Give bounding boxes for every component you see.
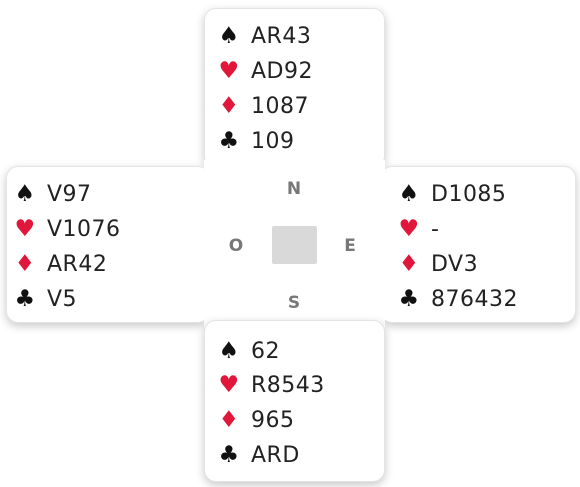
east-hand: ♠ D1085 ♥ - ♦ DV3 ♣ 876432 (380, 166, 576, 323)
spade-icon: ♠ (218, 338, 240, 364)
south-hand: ♠ 62 ♥ R8543 ♦ 965 ♣ ARD (204, 320, 385, 482)
west-spades-row: ♠ V97 (11, 179, 92, 209)
diamond-icon: ♦ (218, 93, 240, 119)
west-clubs-cards: V5 (47, 286, 78, 312)
east-clubs-cards: 876432 (431, 286, 518, 312)
spade-icon: ♠ (398, 181, 420, 207)
north-spades-row: ♠ AR43 (215, 21, 311, 51)
east-hearts-cards: - (431, 216, 440, 242)
west-hand: ♠ V97 ♥ V1076 ♦ AR42 ♣ V5 (6, 166, 210, 323)
club-icon: ♣ (218, 442, 240, 468)
east-spades-row: ♠ D1085 (395, 179, 506, 209)
west-diamonds-row: ♦ AR42 (11, 249, 107, 279)
west-spades-cards: V97 (47, 181, 92, 207)
club-icon: ♣ (14, 286, 36, 312)
north-spades-cards: AR43 (251, 23, 312, 49)
table-square (272, 226, 317, 264)
heart-icon: ♥ (398, 216, 420, 242)
south-hearts-row: ♥ R8543 (215, 370, 325, 400)
south-hearts-cards: R8543 (251, 372, 325, 398)
spade-icon: ♠ (14, 181, 36, 207)
spade-icon: ♠ (218, 23, 240, 49)
north-clubs-cards: 109 (251, 128, 295, 154)
east-clubs-row: ♣ 876432 (395, 284, 518, 314)
club-icon: ♣ (218, 128, 240, 154)
compass-south: S (287, 293, 301, 313)
north-hearts-cards: AD92 (251, 58, 313, 84)
west-hearts-row: ♥ V1076 (11, 214, 121, 244)
diamond-icon: ♦ (218, 407, 240, 433)
north-diamonds-row: ♦ 1087 (215, 91, 309, 121)
south-clubs-row: ♣ ARD (215, 440, 300, 470)
south-spades-cards: 62 (251, 338, 280, 364)
south-clubs-cards: ARD (251, 442, 300, 468)
heart-icon: ♥ (218, 372, 240, 398)
compass-north: N (286, 179, 302, 199)
heart-icon: ♥ (14, 216, 36, 242)
west-clubs-row: ♣ V5 (11, 284, 77, 314)
east-spades-cards: D1085 (431, 181, 507, 207)
heart-icon: ♥ (218, 58, 240, 84)
east-diamonds-cards: DV3 (431, 251, 479, 277)
south-diamonds-cards: 965 (251, 407, 295, 433)
north-hearts-row: ♥ AD92 (215, 56, 313, 86)
west-hearts-cards: V1076 (47, 216, 121, 242)
north-diamonds-cards: 1087 (251, 93, 309, 119)
compass-west: O (228, 236, 244, 256)
east-hearts-row: ♥ - (395, 214, 439, 244)
west-diamonds-cards: AR42 (47, 251, 108, 277)
table-center: N O E S (204, 160, 385, 328)
north-hand: ♠ AR43 ♥ AD92 ♦ 1087 ♣ 109 (204, 8, 385, 168)
diamond-icon: ♦ (398, 251, 420, 277)
south-spades-row: ♠ 62 (215, 336, 280, 366)
club-icon: ♣ (398, 286, 420, 312)
diamond-icon: ♦ (14, 251, 36, 277)
north-clubs-row: ♣ 109 (215, 126, 295, 156)
south-diamonds-row: ♦ 965 (215, 405, 295, 435)
compass-east: E (344, 236, 356, 256)
east-diamonds-row: ♦ DV3 (395, 249, 478, 279)
